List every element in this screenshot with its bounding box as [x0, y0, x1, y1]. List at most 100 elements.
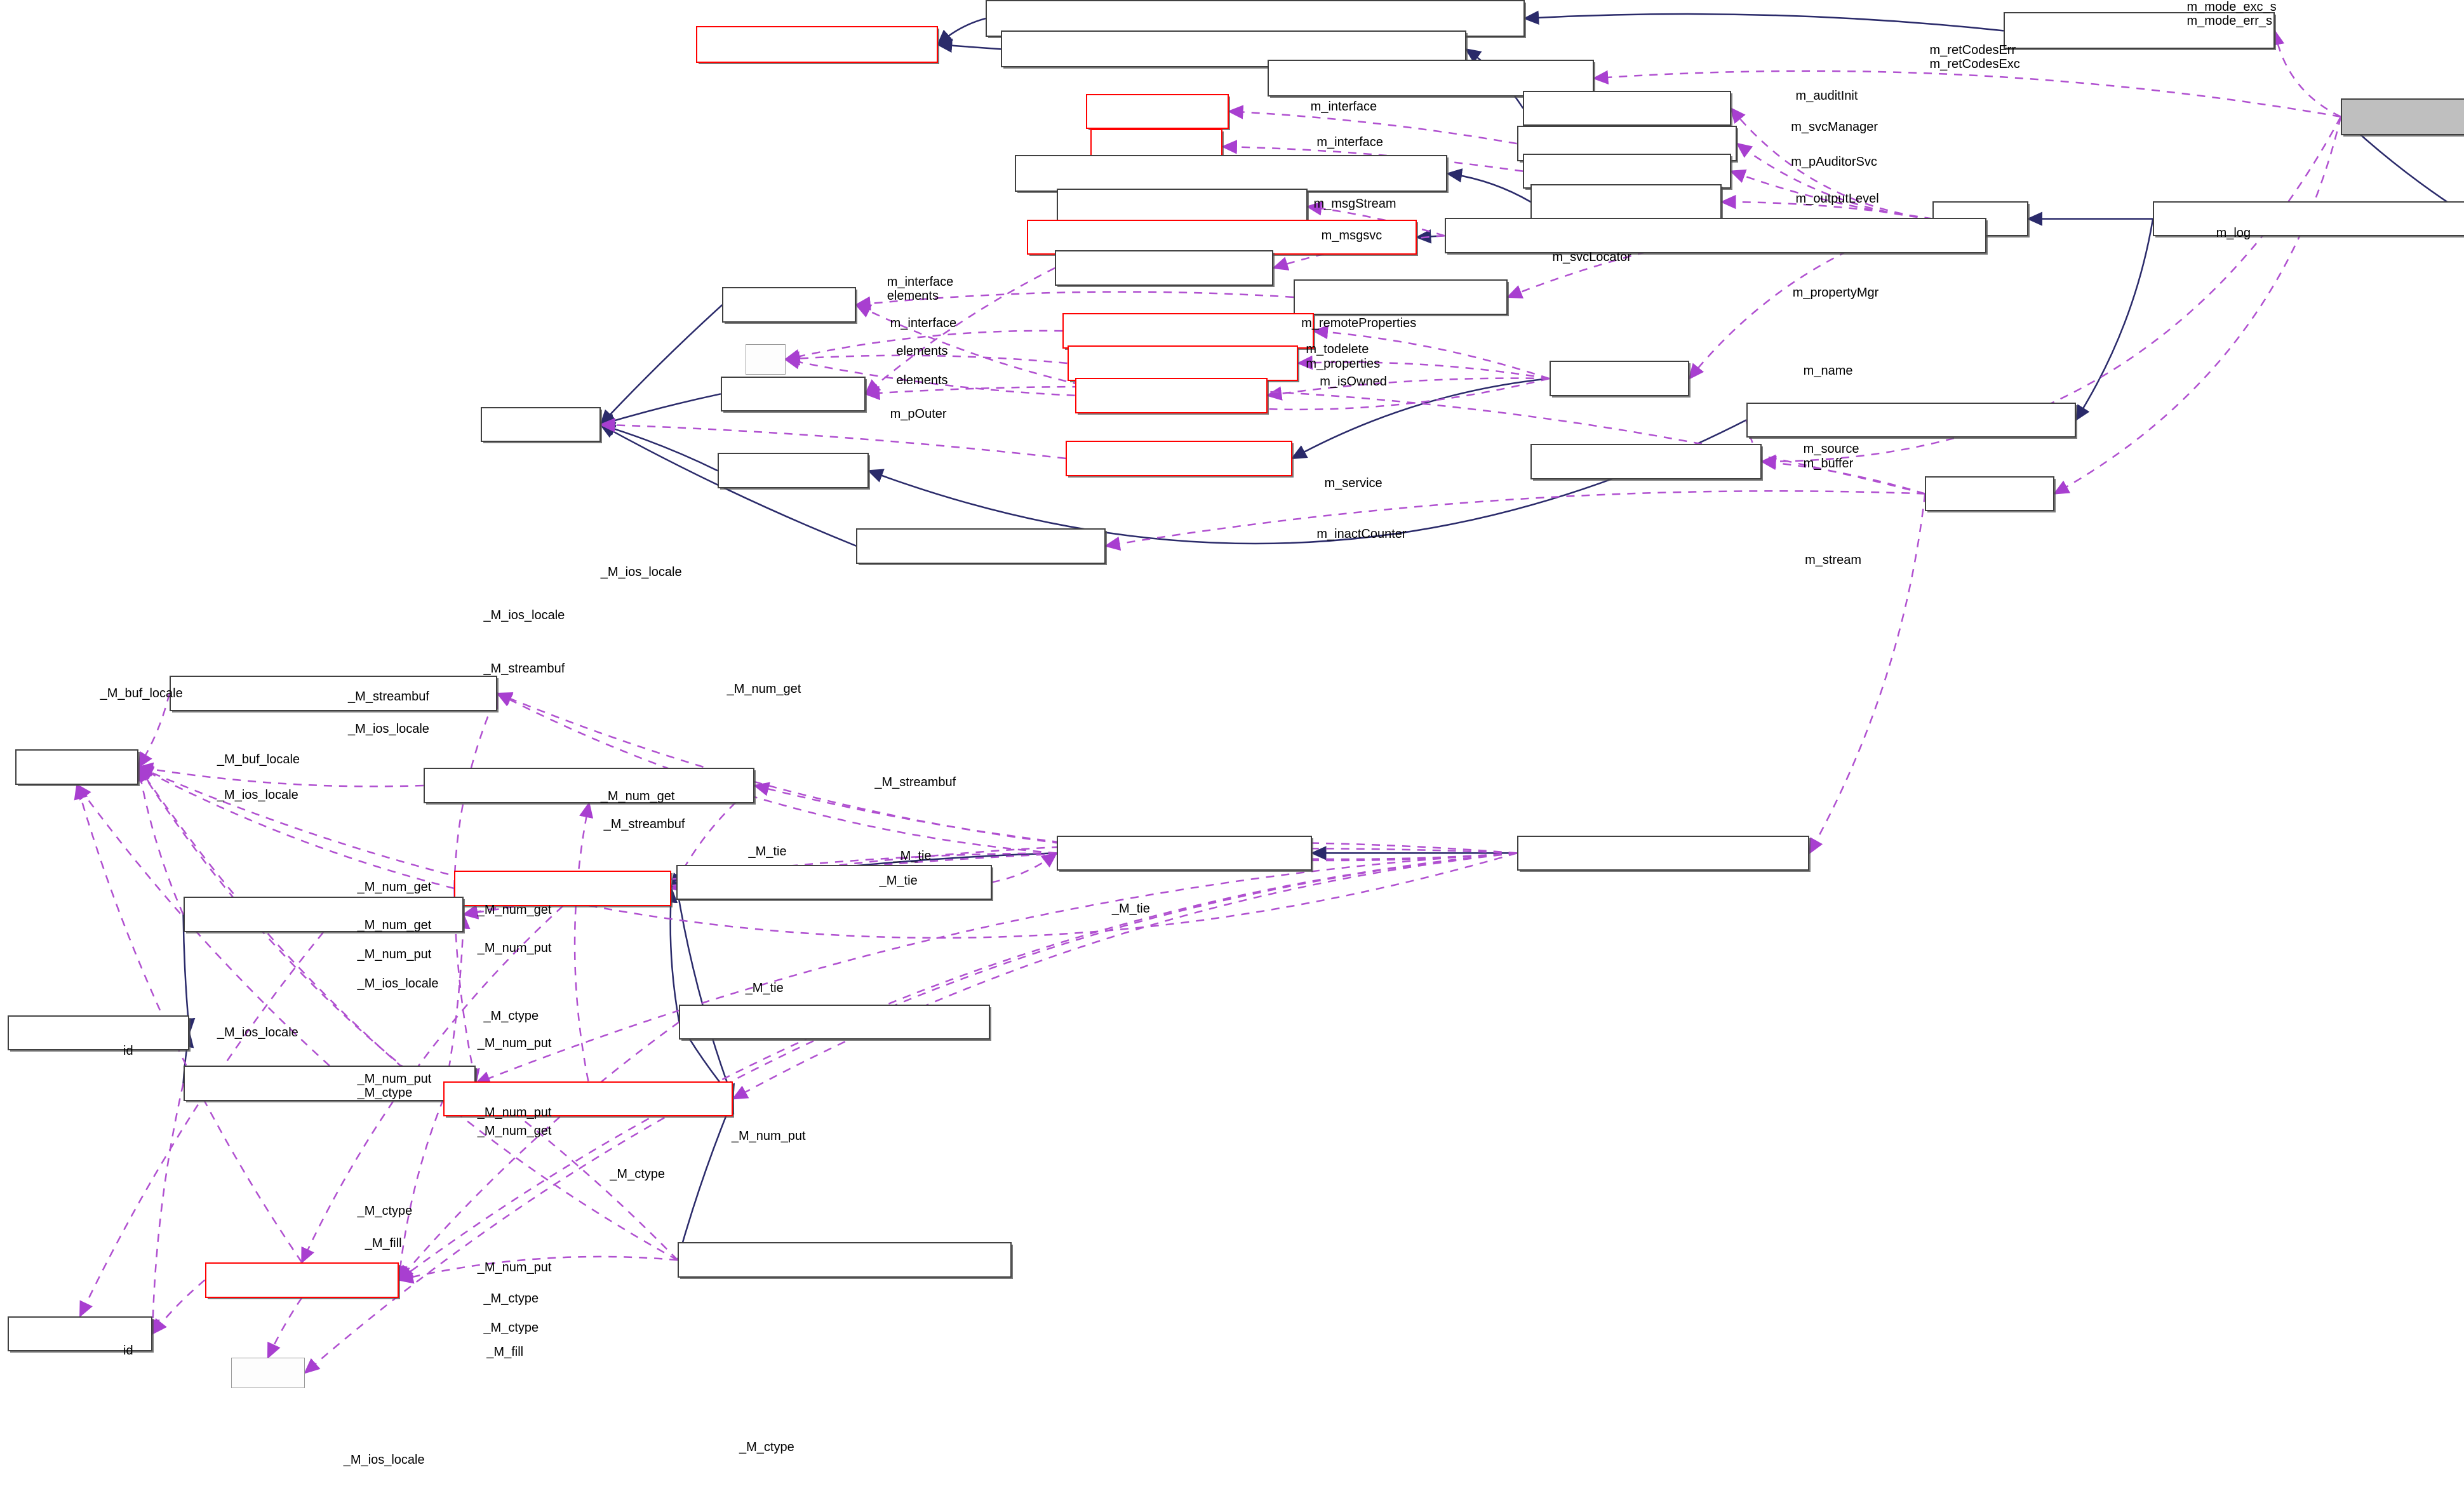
class-node-isvclocator[interactable]: [722, 287, 857, 323]
class-node-extend_iface[interactable]: [1746, 402, 2076, 438]
class-node-autoptr_msg[interactable]: [1056, 189, 1308, 225]
class-node-ios_CharT[interactable]: [443, 1081, 733, 1117]
edge-label: _M_buf_locale: [100, 686, 183, 700]
edge-label: m_msgsvc: [1321, 229, 1383, 243]
edge-label: elements: [896, 373, 948, 387]
class-node-ostream_CharT2[interactable]: [678, 1242, 1012, 1278]
edge-label: _M_buf_locale: [217, 752, 300, 766]
class-node-ios_Char[interactable]: [454, 871, 672, 906]
edge-label: _M_num_put: [477, 1036, 552, 1051]
class-node-numput[interactable]: [183, 1066, 476, 1101]
edge-label: _M_streambuf: [348, 689, 429, 704]
edge-label: m_service: [1324, 476, 1383, 490]
edge-label: _M_ctype: [483, 1291, 539, 1306]
edge-label: id: [123, 1344, 133, 1358]
class-node-streambuf_char[interactable]: [423, 768, 755, 803]
edge-label: m_pOuter: [890, 406, 947, 421]
edge-label: m_svcLocator: [1552, 250, 1631, 265]
class-node-extends1[interactable]: [2153, 201, 2464, 237]
class-node-simpleprop_bool[interactable]: [1523, 90, 1731, 126]
class-node-chart[interactable]: [231, 1357, 305, 1389]
edge-label: _M_ctype: [610, 1167, 666, 1181]
class-node-isvcmanager[interactable]: [1085, 93, 1229, 130]
edge-label: _M_tie: [893, 849, 932, 864]
edge-label: _M_tie: [1111, 901, 1150, 916]
edge-label: _M_ctype: [483, 1008, 539, 1023]
edge-label: _M_ctype: [483, 1320, 539, 1335]
edge-label: _M_ctype: [357, 1085, 413, 1100]
edge-label: _M_ios_locale: [483, 608, 565, 622]
edge-label: m_stream: [1805, 552, 1861, 567]
edge-label: _M_num_get: [357, 918, 432, 933]
class-node-simpleprop_int[interactable]: [1530, 184, 1722, 220]
class-node-commonmsg[interactable]: [1444, 218, 1987, 254]
edge-label: _M_streambuf: [483, 662, 565, 676]
class-node-ostream_CharT1[interactable]: [676, 864, 992, 900]
class-node-smartif_svcloc[interactable]: [1294, 279, 1508, 315]
class-node-imessagesvc[interactable]: [720, 376, 866, 412]
edge-label: m_svcManager: [1791, 119, 1878, 134]
class-node-facet[interactable]: [8, 1015, 190, 1051]
class-node-msgstream[interactable]: [1925, 476, 2054, 512]
edge-label: _M_fill: [365, 1236, 402, 1250]
class-node-localeid[interactable]: [8, 1316, 153, 1352]
class-node-iinactive[interactable]: [856, 528, 1106, 564]
edge-label: _M_ios_locale: [217, 1026, 298, 1040]
edge-label: _M_tie: [745, 981, 784, 996]
class-node-implements1[interactable]: [1066, 441, 1292, 476]
class-node-smartif_msgsvc[interactable]: [1055, 250, 1274, 286]
edge-label: _M_ios_locale: [343, 1452, 425, 1467]
class-node-smartif_audit[interactable]: [1523, 153, 1731, 189]
edge-label: m_remoteProperties: [1301, 316, 1417, 331]
edge-label: m_inactCounter: [1316, 526, 1407, 541]
edge-label: elements: [896, 344, 948, 358]
edge-label: _M_num_get: [600, 789, 675, 804]
class-node-numget[interactable]: [183, 897, 464, 932]
edge-label: _M_num_put: [731, 1128, 806, 1143]
class-node-locale[interactable]: [15, 749, 139, 785]
class-node-propertymgr[interactable]: [1549, 361, 1690, 396]
class-node-simpleprop_str[interactable]: [2003, 12, 2275, 50]
edge-label: m_auditInit: [1795, 89, 1858, 104]
edge-label: _M_num_get: [477, 903, 552, 917]
edge-label: _M_tie: [879, 874, 918, 888]
edge-label: _M_num_get: [726, 681, 801, 696]
class-node-iinterface[interactable]: [480, 406, 601, 443]
edge-label: m_log: [2216, 225, 2251, 240]
edge-label: m_msgStream: [1313, 196, 1396, 211]
class-node-pwv_type[interactable]: [696, 26, 938, 64]
class-node-vec_bool[interactable]: [1075, 377, 1268, 413]
edge-label: m_interface: [1316, 135, 1383, 149]
edge-label: m_name: [1803, 364, 1853, 378]
edge-label: _M_ctype: [739, 1440, 794, 1455]
class-node-ctype[interactable]: [204, 1262, 399, 1298]
class-node-exceptionsvc[interactable]: [2341, 98, 2464, 135]
class-node-vec_prop[interactable]: [1067, 345, 1299, 381]
class-node-basicstring[interactable]: [1530, 443, 1762, 479]
class-node-vec_remprop[interactable]: [1062, 313, 1314, 349]
edge-label: _M_ctype: [357, 1204, 413, 1218]
class-node-ostream_charT[interactable]: [679, 1004, 991, 1040]
class-node-streambuf_Char[interactable]: [169, 676, 498, 711]
class-node-ostream_Char2[interactable]: [1056, 835, 1313, 871]
edge-label: _M_fill: [486, 1345, 524, 1360]
class-node-pwverif_int[interactable]: [1015, 155, 1448, 192]
edge-label: m_interface: [1310, 100, 1377, 114]
edge-label: _M_streambuf: [603, 817, 685, 831]
edge-label: m_isOwned: [1320, 375, 1387, 389]
class-node-iexceptionsvc[interactable]: [718, 453, 869, 489]
class-node-t_small[interactable]: [745, 344, 786, 375]
edge-label: _M_ios_locale: [600, 565, 682, 579]
class-node-ostringstream[interactable]: [1517, 835, 1810, 871]
edge-label: _M_num_put: [357, 947, 432, 962]
class-node-map_retstate[interactable]: [1267, 60, 1594, 97]
edge-label: _M_num_get: [477, 1124, 552, 1139]
edge-label: _M_num_put: [477, 1261, 552, 1275]
edge-label: _M_num_put: [357, 1072, 432, 1087]
edge-label: _M_ios_locale: [357, 977, 439, 991]
